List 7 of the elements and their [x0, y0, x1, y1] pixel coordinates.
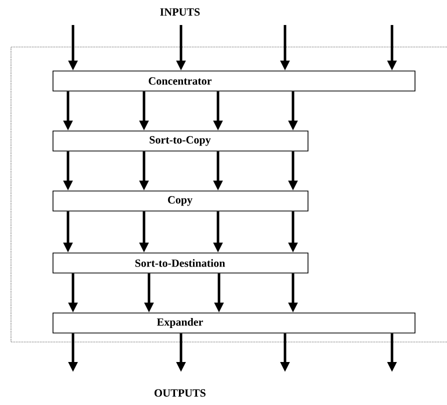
io-label: INPUTS — [160, 8, 200, 16]
stage-box: Sort-to-Destination — [52, 252, 308, 274]
stage-box: Copy — [52, 190, 308, 212]
stage-box: Expander — [52, 312, 416, 334]
stage-box: Concentrator — [52, 70, 416, 92]
io-label: OUTPUTS — [154, 389, 206, 397]
stage-box: Sort-to-Copy — [52, 130, 308, 152]
